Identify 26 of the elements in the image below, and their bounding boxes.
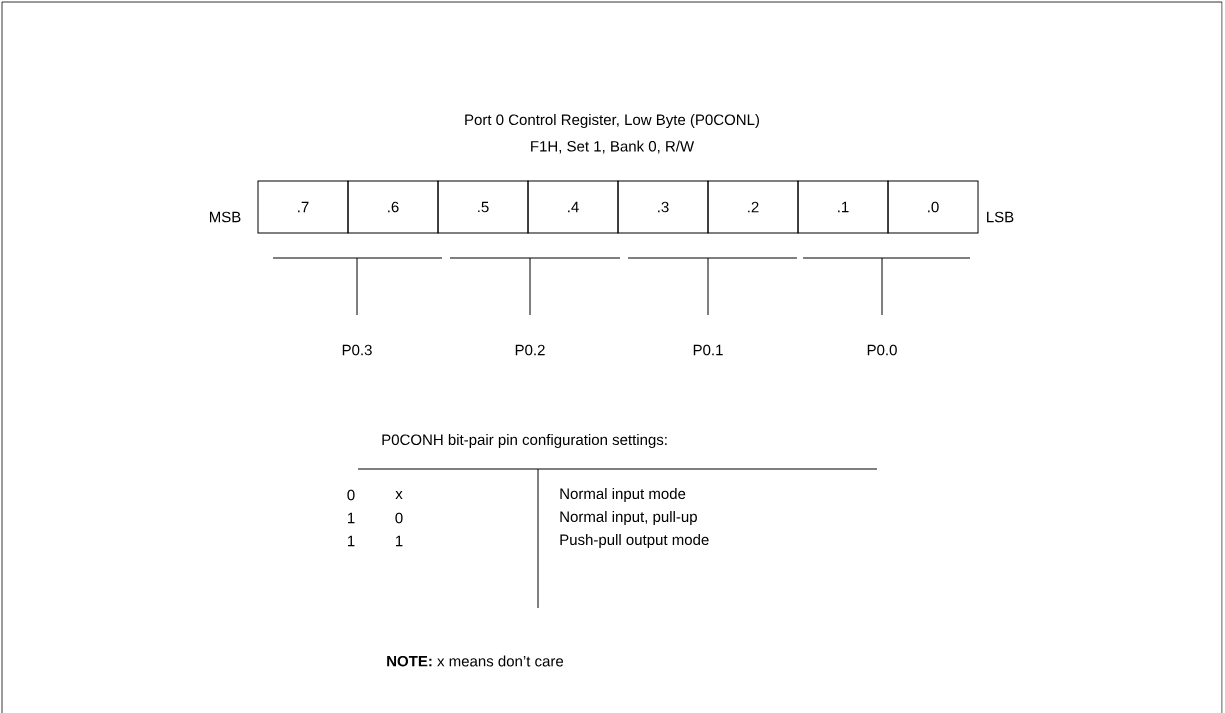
bit-cell: .2 (707, 180, 799, 234)
table-cell: Push-pull output mode (560, 534, 709, 548)
subtitle: F1H, Set 1, Bank 0, R/W (531, 140, 695, 154)
table-cell: 1 (396, 535, 403, 547)
bit-cell: .7 (257, 180, 349, 234)
note: NOTE: x means don’t care (387, 655, 564, 667)
pin-label: P0.3 (342, 344, 372, 356)
table-cell: 1 (348, 535, 355, 547)
bit-cell: .4 (527, 180, 619, 234)
bit-cell: .0 (887, 180, 979, 234)
table-cell: x (395, 491, 403, 499)
table-cell: Normal input mode (560, 488, 686, 502)
title: Port 0 Control Register, Low Byte (P0CONL) (465, 114, 759, 128)
table-cell: Normal input, pull-up (560, 511, 697, 525)
table-cell: 0 (347, 489, 355, 501)
bit-label: MSB (210, 211, 241, 223)
pin-label: P0.2 (515, 344, 545, 356)
bit-cell: .1 (797, 180, 889, 234)
pin-label: P0.1 (693, 344, 723, 356)
table-cell: 0 (395, 512, 403, 524)
bit-cell: .5 (437, 180, 529, 234)
table-cell: 1 (348, 512, 355, 524)
table-heading: P0CONH bit-pair pin configuration settings: (382, 434, 667, 448)
bit-cell: .6 (347, 180, 439, 234)
pin-label: P0.0 (867, 344, 897, 356)
bit-cell: .3 (617, 180, 709, 234)
